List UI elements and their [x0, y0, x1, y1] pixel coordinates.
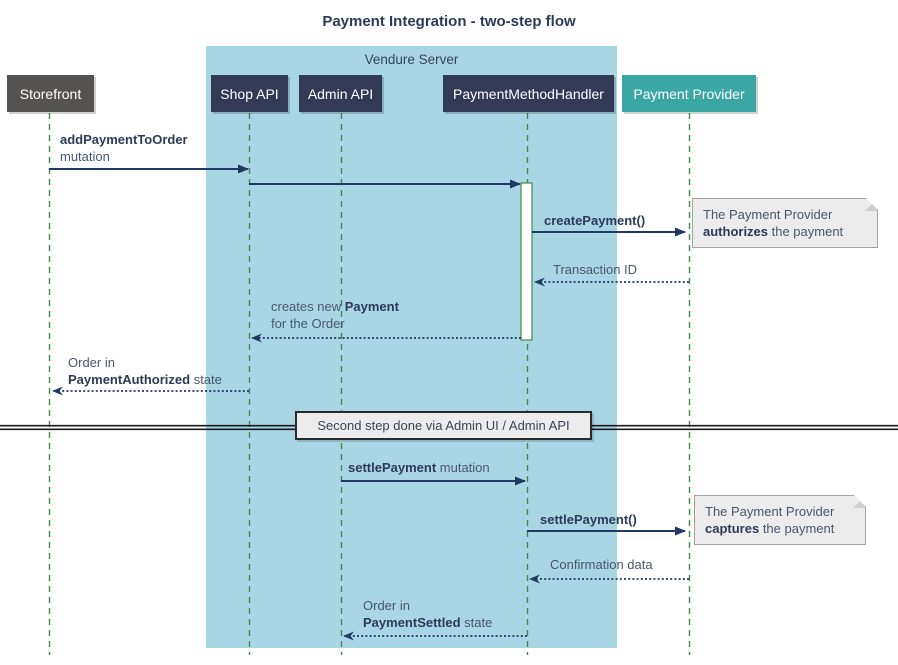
participant-payment-provider-label: Payment Provider: [633, 85, 745, 102]
message-creates-line2: for the Order: [271, 316, 345, 331]
message-add-payment-bold: addPaymentToOrder: [60, 132, 188, 147]
note-capture-bold: captures: [705, 521, 760, 536]
participant-shop-api: Shop API: [211, 75, 288, 112]
note-capture-rest: the payment: [759, 521, 835, 536]
message-settled-bold: PaymentSettled: [363, 615, 461, 630]
participant-payment-provider: Payment Provider: [622, 75, 756, 112]
note-captures-payment: The Payment Provider captures the paymen…: [694, 495, 866, 545]
divider-second-step: Second step done via Admin UI / Admin AP…: [295, 411, 592, 440]
participant-admin-api: Admin API: [299, 75, 382, 112]
message-authorized-bold: PaymentAuthorized: [68, 372, 191, 387]
message-settled-line1: Order in: [363, 598, 410, 613]
participant-payment-method-handler-label: PaymentMethodHandler: [453, 85, 604, 102]
note-authorize-bold: authorizes: [703, 224, 769, 239]
divider-label: Second step done via Admin UI / Admin AP…: [317, 418, 570, 433]
note-capture-line1: The Payment Provider: [705, 504, 835, 519]
message-creates-pre: creates new: [271, 299, 345, 314]
message-add-payment-rest: mutation: [60, 149, 110, 164]
message-create-payment-label: createPayment(): [544, 213, 646, 228]
message-transaction-id: Transaction ID: [553, 261, 637, 278]
message-transaction-id-label: Transaction ID: [553, 262, 638, 277]
message-settle-mutation-rest: mutation: [436, 460, 490, 475]
vendure-server-frame: Vendure Server: [206, 46, 617, 648]
message-creates-bold: Payment: [344, 299, 399, 314]
participant-payment-method-handler: PaymentMethodHandler: [443, 75, 614, 112]
note-authorizes-payment: The Payment Provider authorizes the paym…: [692, 198, 878, 248]
participant-storefront-label: Storefront: [19, 85, 82, 102]
message-payment-settled: Order in PaymentSettled state: [363, 597, 492, 631]
message-payment-authorized: Order in PaymentAuthorized state: [68, 354, 222, 388]
participant-admin-api-label: Admin API: [307, 85, 374, 102]
vendure-server-label: Vendure Server: [364, 52, 459, 67]
message-create-payment: createPayment(): [544, 212, 645, 229]
diagram-title: Payment Integration - two-step flow: [322, 13, 576, 30]
participant-shop-api-label: Shop API: [220, 85, 279, 102]
message-creates-new-payment: creates new Payment for the Order: [271, 298, 399, 332]
message-settle-payment-mutation: settlePayment mutation: [348, 459, 490, 476]
message-settle-payment-call: settlePayment(): [540, 511, 637, 528]
note-authorize-rest: the payment: [768, 224, 844, 239]
message-settled-rest: state: [460, 615, 493, 630]
message-add-payment-to-order: addPaymentToOrder mutation: [60, 131, 188, 165]
message-authorized-rest: state: [190, 372, 222, 387]
participant-storefront: Storefront: [7, 75, 94, 112]
message-confirmation-data: Confirmation data: [550, 556, 653, 573]
message-settle-call-label: settlePayment(): [540, 512, 637, 527]
message-authorized-line1: Order in: [68, 355, 115, 370]
activation-bar: [520, 182, 533, 341]
message-settle-mutation-bold: settlePayment: [348, 460, 437, 475]
message-confirmation-label: Confirmation data: [550, 557, 653, 572]
note-authorize-line1: The Payment Provider: [703, 207, 833, 222]
